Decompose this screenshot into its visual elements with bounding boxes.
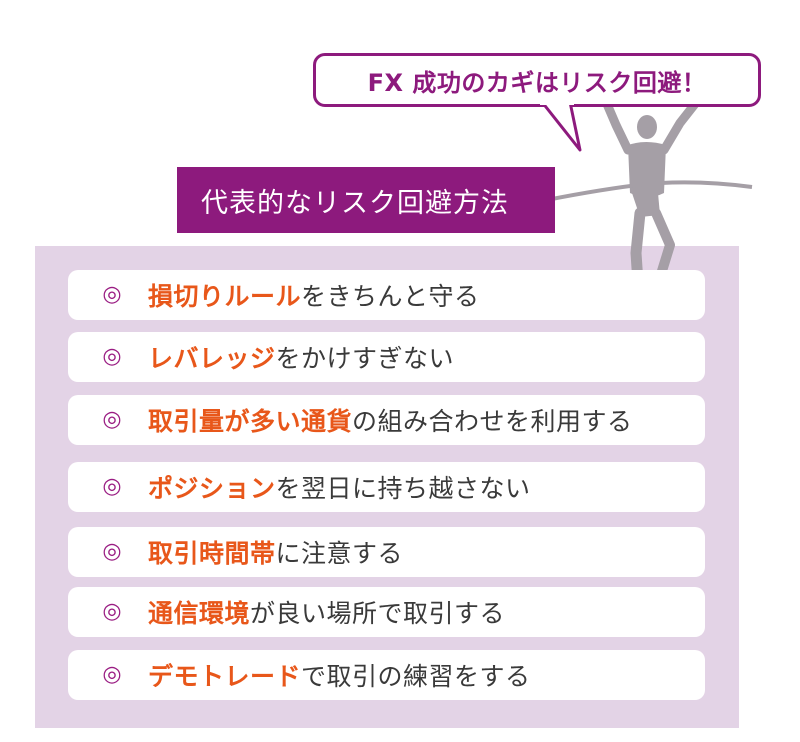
list-item-text: レバレッジをかけすぎない <box>148 339 454 375</box>
list-item: ◎ 損切りルールをきちんと守る <box>68 270 705 320</box>
list-item-highlight: 通信環境 <box>148 599 251 628</box>
list-item: ◎ 取引時間帯に注意する <box>68 527 705 577</box>
list-item-text: 通信環境が良い場所で取引する <box>148 594 505 630</box>
list-item-rest: で取引の練習をする <box>301 662 531 691</box>
list-item: ◎ レバレッジをかけすぎない <box>68 332 705 382</box>
list-item-rest: に注意する <box>275 539 404 568</box>
list-item-highlight: 取引時間帯 <box>148 539 276 568</box>
speech-bubble: FX 成功のカギはリスク回避！ <box>313 53 761 107</box>
list-item-rest: をきちんと守る <box>301 282 480 311</box>
list-item-text: デモトレードで取引の練習をする <box>148 657 531 693</box>
bubble-text: FX 成功のカギはリスク回避！ <box>367 68 707 97</box>
list-item-text: 取引時間帯に注意する <box>148 534 403 570</box>
list-item: ◎ ポジションを翌日に持ち越さない <box>68 462 705 512</box>
list-item-rest: を翌日に持ち越さない <box>275 474 531 503</box>
double-circle-icon: ◎ <box>102 539 122 564</box>
double-circle-icon: ◎ <box>102 474 122 499</box>
list-item-highlight: 取引量が多い通貨 <box>148 407 353 436</box>
speech-bubble-tail <box>540 100 582 152</box>
list-item-highlight: レバレッジ <box>148 344 276 373</box>
list-item-rest: が良い場所で取引する <box>250 599 506 628</box>
list-item-rest: の組み合わせを利用する <box>352 407 633 436</box>
section-header: 代表的なリスク回避方法 <box>177 167 555 233</box>
double-circle-icon: ◎ <box>102 282 122 307</box>
list-item: ◎ 通信環境が良い場所で取引する <box>68 587 705 637</box>
header-title: 代表的なリスク回避方法 <box>201 187 509 219</box>
list-item-highlight: ポジション <box>148 474 276 503</box>
double-circle-icon: ◎ <box>102 662 122 687</box>
list-item: ◎ 取引量が多い通貨の組み合わせを利用する <box>68 395 705 445</box>
double-circle-icon: ◎ <box>102 407 122 432</box>
list-item-highlight: 損切りルール <box>148 282 302 311</box>
list-item-text: 損切りルールをきちんと守る <box>148 277 480 313</box>
list-item-text: ポジションを翌日に持ち越さない <box>148 469 531 505</box>
double-circle-icon: ◎ <box>102 344 122 369</box>
list-item-highlight: デモトレード <box>148 662 302 691</box>
double-circle-icon: ◎ <box>102 599 122 624</box>
list-item: ◎ デモトレードで取引の練習をする <box>68 650 705 700</box>
list-item-text: 取引量が多い通貨の組み合わせを利用する <box>148 402 633 438</box>
list-item-rest: をかけすぎない <box>275 344 455 373</box>
